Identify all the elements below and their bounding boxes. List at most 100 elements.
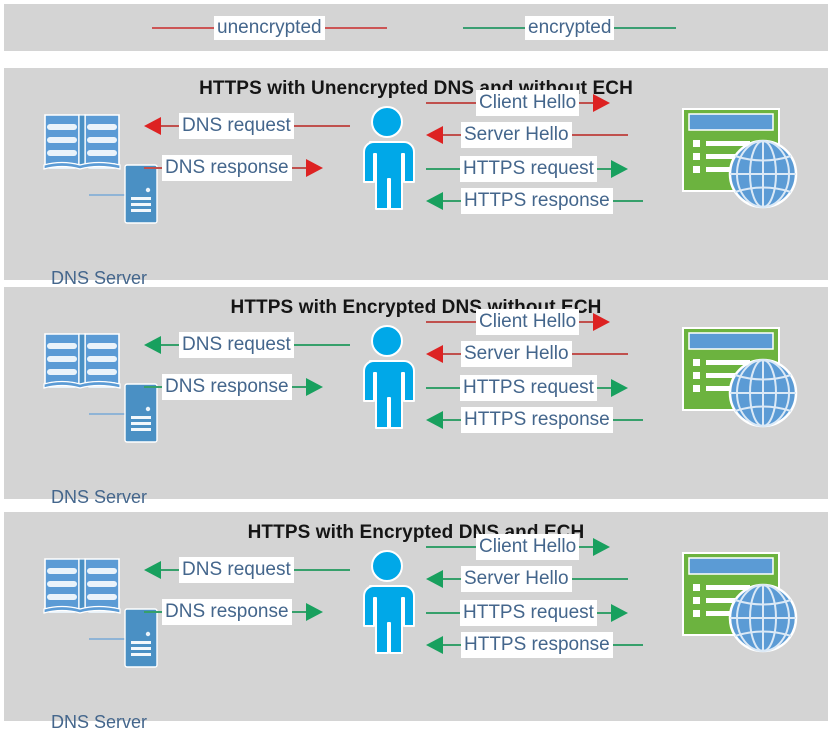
website-glyph [682, 552, 798, 653]
legend-line-encrypted [463, 26, 525, 29]
website-icon: somewebsite.com [680, 325, 810, 435]
arrowhead-right-icon [610, 160, 628, 178]
book-icon [42, 110, 122, 177]
server-connector-line [89, 413, 129, 415]
arrowhead-left-icon [426, 192, 443, 210]
arrow-p3-right-1: Server Hello [426, 566, 628, 592]
panel-title: HTTPS with Encrypted DNS without ECH [230, 297, 602, 318]
arrow-p3-left-1: DNS response [144, 599, 323, 625]
arrow-line-tail [293, 344, 350, 346]
arrow-p3-right-0: Client Hello [426, 534, 611, 560]
arrow-label-p2-right-1: Server Hello [461, 341, 572, 367]
globe-glyph [728, 358, 798, 428]
server-connector-line [89, 638, 129, 640]
arrow-line-lead [161, 569, 179, 571]
server-glyph [124, 608, 158, 668]
legend-item-encrypted: encrypted [463, 4, 677, 51]
arrow-p1-right-3: HTTPS response [426, 188, 643, 214]
arrow-p3-right-3: HTTPS response [426, 632, 643, 658]
book-glyph [43, 558, 121, 614]
arrowhead-right-icon [305, 159, 323, 177]
arrow-p2-right-1: Server Hello [426, 341, 628, 367]
arrow-p1-right-2: HTTPS request [426, 156, 628, 182]
legend-item-unencrypted: unencrypted [152, 4, 387, 51]
arrow-p1-left-0: DNS request [144, 113, 350, 139]
arrow-label-p1-left-1: DNS response [162, 155, 292, 181]
arrow-p2-right-0: Client Hello [426, 309, 611, 335]
arrowhead-right-icon [610, 379, 628, 397]
arrow-line-tail [612, 644, 643, 646]
arrow-p1-right-1: Server Hello [426, 122, 628, 148]
panel-title: HTTPS with Encrypted DNS and ECH [247, 522, 585, 543]
server-glyph [124, 164, 158, 224]
arrow-line-lead [161, 125, 179, 127]
person-glyph [363, 325, 415, 429]
arrow-line-tail [571, 578, 628, 580]
arrow-label-p2-right-0: Client Hello [476, 309, 580, 335]
arrow-line-lead [144, 167, 162, 169]
website-icon: somewebsite.com [680, 106, 810, 216]
website-icon: somewebsite.com [680, 550, 810, 660]
arrow-line-tail [291, 167, 306, 169]
arrow-label-p3-left-0: DNS request [179, 557, 294, 583]
arrowhead-right-icon [305, 378, 323, 396]
arrow-line-lead [426, 387, 460, 389]
book-icon [42, 329, 122, 396]
arrow-line-tail [579, 321, 594, 323]
dns-server-label: DNS Server [50, 487, 148, 507]
arrow-label-p3-right-2: HTTPS request [460, 600, 597, 626]
person-icon [356, 550, 418, 660]
person-glyph [363, 550, 415, 654]
arrow-line-lead [443, 419, 461, 421]
person-icon [356, 325, 418, 435]
arrow-line-tail [596, 612, 611, 614]
arrow-label-p2-left-0: DNS request [179, 332, 294, 358]
diagram-panel-encrypted-dns-ech: HTTPS with Encrypted DNS and ECH DNS Ser… [4, 512, 828, 732]
diagram-panel-encrypted-dns: HTTPS with Encrypted DNS without ECH DNS… [4, 287, 828, 507]
arrow-line-lead [443, 644, 461, 646]
arrow-p1-right-0: Client Hello [426, 90, 611, 116]
arrow-line-lead [426, 546, 476, 548]
arrow-line-tail [291, 386, 306, 388]
arrow-p1-left-1: DNS response [144, 155, 323, 181]
arrow-label-p2-left-1: DNS response [162, 374, 292, 400]
server-tower-icon [124, 608, 158, 673]
arrowhead-right-icon [593, 538, 611, 556]
arrowhead-left-icon [144, 561, 161, 579]
arrow-label-p3-right-0: Client Hello [476, 534, 580, 560]
arrow-line-lead [426, 168, 460, 170]
legend-label-unencrypted: unencrypted [214, 15, 325, 40]
arrow-label-p2-right-2: HTTPS request [460, 375, 597, 401]
arrow-line-tail [612, 419, 643, 421]
arrow-p2-left-0: DNS request [144, 332, 350, 358]
arrow-line-lead [443, 353, 461, 355]
arrow-line-lead [144, 611, 162, 613]
arrowhead-left-icon [426, 345, 443, 363]
arrow-line-lead [426, 612, 460, 614]
arrow-line-lead [161, 344, 179, 346]
book-glyph [43, 333, 121, 389]
arrowhead-left-icon [144, 117, 161, 135]
book-icon [42, 554, 122, 621]
arrow-line-lead [443, 578, 461, 580]
arrow-line-tail [596, 168, 611, 170]
arrow-line-tail [293, 569, 350, 571]
legend-label-encrypted: encrypted [525, 15, 615, 40]
arrowhead-left-icon [426, 570, 443, 588]
arrow-label-p3-left-1: DNS response [162, 599, 292, 625]
dns-server-icon: DNS Server [34, 329, 194, 507]
legend-line-unencrypted-right [324, 26, 387, 29]
arrow-label-p1-right-2: HTTPS request [460, 156, 597, 182]
arrowhead-right-icon [610, 604, 628, 622]
arrow-line-tail [571, 134, 628, 136]
website-glyph [682, 327, 798, 428]
dns-server-icon: DNS Server [34, 110, 194, 288]
arrow-p3-left-0: DNS request [144, 557, 350, 583]
arrow-p2-left-1: DNS response [144, 374, 323, 400]
arrow-p2-right-3: HTTPS response [426, 407, 643, 433]
arrow-line-lead [426, 102, 476, 104]
arrow-p3-right-2: HTTPS request [426, 600, 628, 626]
server-glyph [124, 383, 158, 443]
arrowhead-left-icon [426, 411, 443, 429]
dns-server-label: DNS Server [50, 268, 148, 288]
